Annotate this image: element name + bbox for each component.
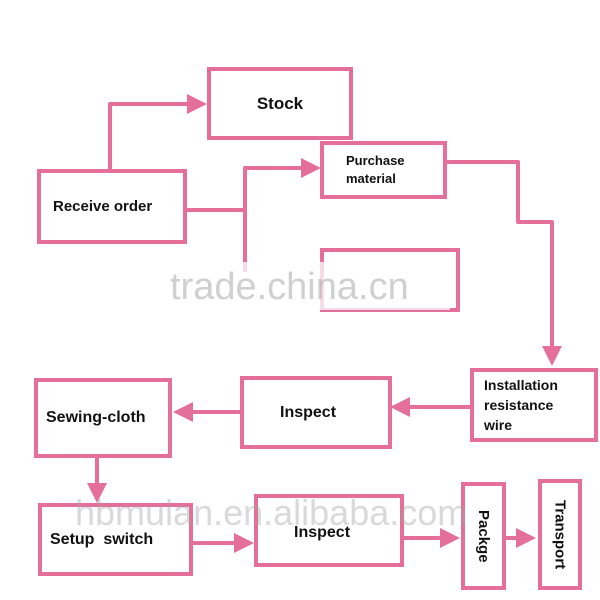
node-setup-switch-label: Setup switch: [50, 530, 154, 548]
node-stock-label: Stock: [256, 93, 304, 113]
node-packge: Packge: [461, 482, 506, 590]
node-inspect-2: Inspect: [254, 494, 404, 567]
node-transport-label: Transport: [551, 499, 569, 570]
node-receive-order: Receive order: [37, 169, 187, 244]
node-setup-switch: Setup switch: [38, 503, 193, 576]
arrow-receive-to-stock: [108, 94, 207, 170]
arrow-purchase-to-installation: [446, 160, 562, 366]
arrow-receive-to-purchase: [186, 158, 321, 212]
node-purchase-material: Purchase material: [320, 141, 447, 199]
node-transport: Transport: [538, 479, 582, 590]
watermark-fade-top: [150, 262, 450, 310]
node-installation-label: Installation resistance wire: [484, 377, 558, 433]
node-purchase-material-label: Purchase material: [346, 153, 405, 186]
node-sewing-cloth-label: Sewing-cloth: [46, 409, 146, 426]
node-inspect-1-label: Inspect: [280, 403, 337, 421]
node-packge-label: Packge: [475, 509, 492, 563]
node-stock: Stock: [207, 67, 353, 140]
node-sewing-cloth: Sewing-cloth: [34, 378, 172, 458]
node-inspect-2-label: Inspect: [294, 524, 351, 541]
node-installation: Installation resistance wire: [470, 368, 598, 442]
node-receive-order-label: Receive order: [53, 198, 153, 215]
node-inspect-1: Inspect: [240, 376, 392, 449]
